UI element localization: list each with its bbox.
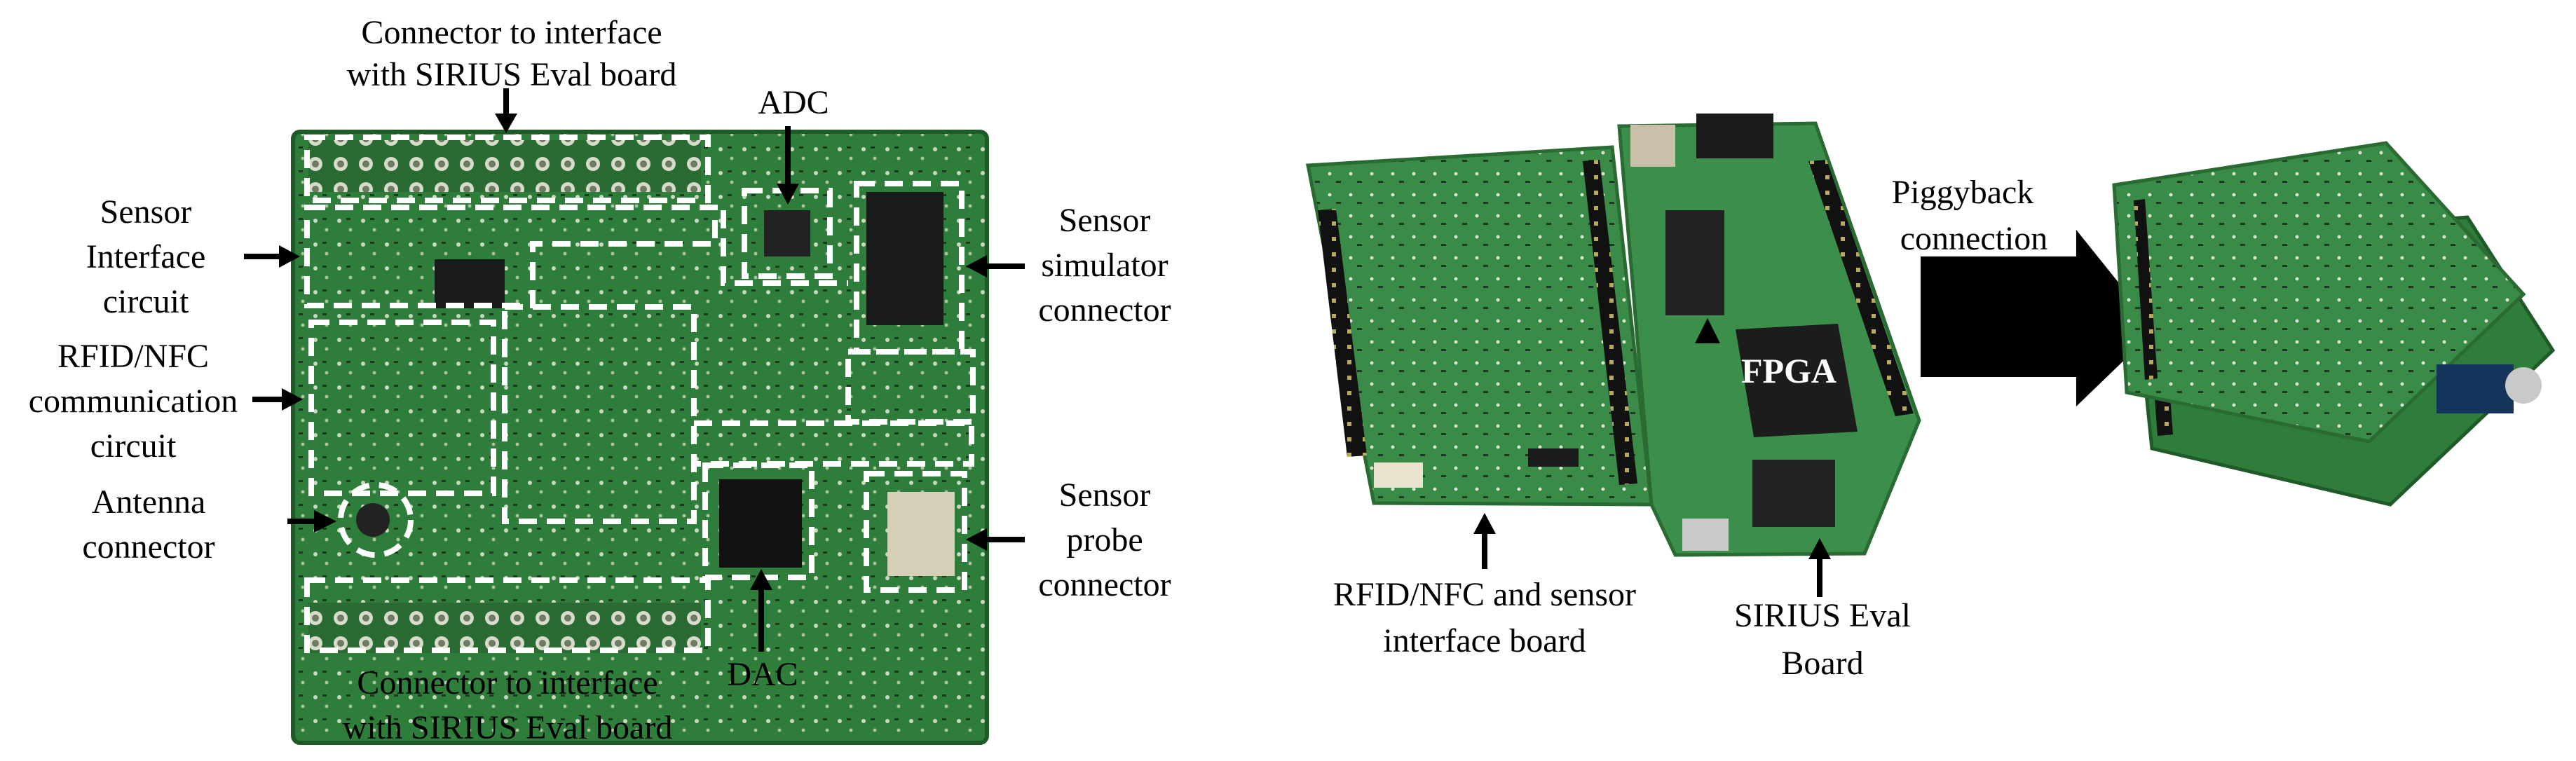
arrow-antenna — [287, 510, 336, 533]
fpga-pointer: FPGA — [1695, 318, 1836, 390]
region-sensor-probe — [864, 471, 967, 593]
arrow-rfid-circuit — [252, 388, 303, 411]
sd-card-slot — [1630, 125, 1675, 167]
region-rfid-circuit — [308, 320, 496, 496]
left-arrows — [244, 88, 1025, 652]
label-connector-top-1: Connector to interface — [361, 14, 662, 51]
label-rfid-circuit-1: RFID/NFC — [57, 338, 209, 375]
label-rfid-board-1: RFID/NFC and sensor — [1333, 576, 1636, 613]
label-sensor-simulator-2: simulator — [1041, 247, 1168, 284]
left-labels: Connector to interface with SIRIUS Eval … — [29, 14, 1171, 746]
label-sensor-interface-3: circuit — [103, 283, 189, 320]
region-dac-frame — [694, 420, 974, 467]
label-adc: ADC — [758, 84, 829, 121]
pin-row-bottom — [308, 603, 701, 653]
piggyback-arrow-shape — [1921, 230, 2156, 406]
region-dac — [702, 462, 815, 580]
label-rfid-circuit-2: communication — [29, 383, 238, 420]
region-simulator-ext — [845, 349, 976, 425]
jtag-header — [1696, 114, 1773, 158]
arrow-sensor-interface — [244, 245, 300, 268]
arrow-sensor-probe — [966, 528, 1025, 551]
arrow-rfid-board — [1473, 513, 1496, 569]
right-boards-photo — [1305, 114, 1921, 557]
label-sensor-interface-1: Sensor — [100, 193, 192, 231]
rfid-board-header-left — [1318, 209, 1367, 457]
arrow-connector-top — [495, 88, 517, 133]
region-adc-ext — [721, 210, 848, 286]
region-rfid-lower — [502, 304, 697, 524]
label-dac: DAC — [727, 656, 798, 693]
probe-connector-part — [887, 492, 955, 576]
stack-jtag — [2437, 364, 2514, 413]
region-connector-bottom — [304, 577, 711, 653]
usb-connector — [1682, 519, 1729, 551]
label-connector-bottom-2: with SIRIUS Eval board — [343, 709, 673, 746]
label-rfid-circuit-3: circuit — [90, 427, 177, 465]
dac-chip — [719, 479, 802, 568]
label-sensor-probe-2: probe — [1066, 521, 1143, 558]
left-pcb-photo — [291, 130, 989, 745]
pin-row-top — [308, 140, 701, 192]
sirius-header-right — [1808, 160, 1914, 416]
label-sirius-eval-1: SIRIUS Eval — [1734, 597, 1911, 634]
region-antenna — [338, 482, 414, 558]
region-sensor-interface — [304, 205, 718, 308]
rfid-board-header-right — [1583, 160, 1637, 485]
label-sensor-probe-3: connector — [1038, 566, 1171, 603]
right-bottom-labels: RFID/NFC and sensor interface board SIRI… — [1333, 513, 1911, 682]
region-connector-top — [304, 135, 711, 203]
label-piggyback-1: Piggyback — [1892, 174, 2034, 211]
arrow-adc — [777, 126, 799, 205]
label-antenna-1: Antenna — [92, 484, 206, 521]
stack-top-header — [2134, 199, 2158, 380]
lower-chip — [1752, 460, 1835, 527]
adc-chip — [764, 210, 810, 256]
label-rfid-board-2: interface board — [1383, 622, 1586, 659]
label-piggyback-2: connection — [1900, 220, 2048, 257]
rfid-board-chip — [1528, 448, 1579, 467]
label-sensor-probe-1: Sensor — [1059, 477, 1151, 514]
left-dashed-regions — [304, 135, 976, 653]
fpga-arrow-head — [1695, 318, 1720, 343]
label-fpga: FPGA — [1741, 351, 1836, 390]
arrow-sensor-simulator — [966, 255, 1025, 277]
label-antenna-2: connector — [82, 528, 214, 565]
arrow-dac — [750, 569, 772, 652]
label-sensor-interface-2: Interface — [86, 238, 206, 275]
stacked-assembly-photo — [2112, 141, 2556, 507]
piggyback-arrow: Piggyback connection — [1892, 174, 2156, 406]
interface-ic — [435, 259, 505, 308]
rfid-board-connector — [1374, 462, 1423, 488]
fpga-chip — [1736, 324, 1858, 437]
arrow-sirius-eval — [1808, 538, 1831, 597]
antenna-part — [356, 503, 390, 537]
label-sirius-eval-2: Board — [1781, 645, 1863, 682]
memory-chip — [1665, 210, 1724, 315]
stack-connector — [2505, 367, 2542, 404]
label-sensor-simulator-3: connector — [1038, 292, 1171, 329]
label-connector-bottom-1: Connector to interface — [357, 664, 657, 701]
simulator-connector-part — [866, 192, 943, 325]
label-connector-top-2: with SIRIUS Eval board — [347, 56, 677, 93]
label-sensor-simulator-1: Sensor — [1059, 202, 1151, 239]
